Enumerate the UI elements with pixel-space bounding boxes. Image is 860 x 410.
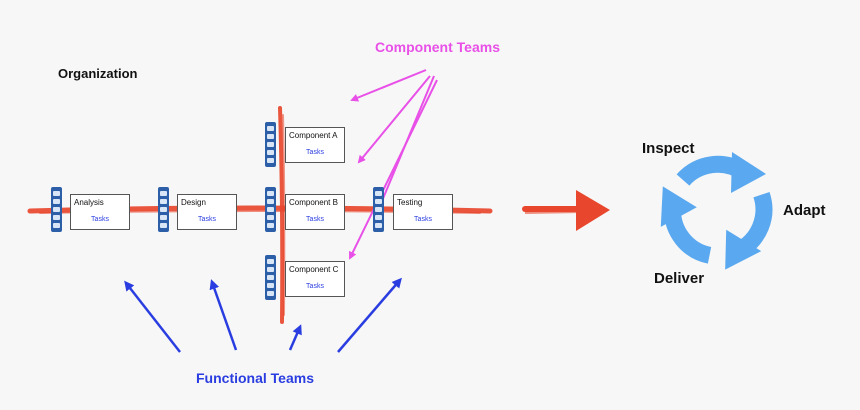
- inspect-adapt-deliver-cycle: [660, 152, 773, 270]
- team-member-icon: [265, 187, 276, 232]
- box-analysis: Analysis Tasks: [70, 194, 130, 230]
- functional-team-arrows: [124, 277, 402, 353]
- box-design-task: Tasks: [198, 216, 216, 223]
- box-testing-name: Testing: [397, 198, 423, 207]
- cycle-arrow-right: [725, 191, 773, 270]
- box-component-c-name: Component C: [289, 265, 339, 274]
- component-team-arrows: [349, 69, 438, 260]
- functional-teams-label: Functional Teams: [196, 370, 314, 386]
- vertical-component-line: [278, 106, 286, 324]
- box-component-c-task: Tasks: [306, 283, 324, 290]
- box-component-a-task: Tasks: [306, 149, 324, 156]
- team-member-icon: [265, 255, 276, 300]
- component-teams-label: Component Teams: [375, 39, 500, 55]
- box-component-a-name: Component A: [289, 131, 338, 140]
- team-member-icon: [265, 122, 276, 167]
- box-testing-task: Tasks: [414, 216, 432, 223]
- box-testing: Testing Tasks: [393, 194, 453, 230]
- box-design: Design Tasks: [177, 194, 237, 230]
- box-component-a: Component A Tasks: [285, 127, 345, 163]
- box-component-b: Component B Tasks: [285, 194, 345, 230]
- adapt-label: Adapt: [783, 202, 826, 219]
- cycle-arrow-top: [676, 152, 766, 193]
- box-component-c: Component C Tasks: [285, 261, 345, 297]
- box-analysis-task: Tasks: [91, 216, 109, 223]
- team-member-icon: [158, 187, 169, 232]
- team-member-icon: [51, 187, 62, 232]
- organization-label: Organization: [58, 66, 138, 81]
- box-analysis-name: Analysis: [74, 198, 104, 207]
- inspect-label: Inspect: [642, 140, 695, 157]
- box-design-name: Design: [181, 198, 206, 207]
- cycle-arrow-left: [660, 186, 712, 264]
- team-member-icon: [373, 187, 384, 232]
- deliver-label: Deliver: [654, 270, 705, 287]
- big-red-arrow: [522, 190, 610, 231]
- box-component-b-name: Component B: [289, 198, 338, 207]
- box-component-b-task: Tasks: [306, 216, 324, 223]
